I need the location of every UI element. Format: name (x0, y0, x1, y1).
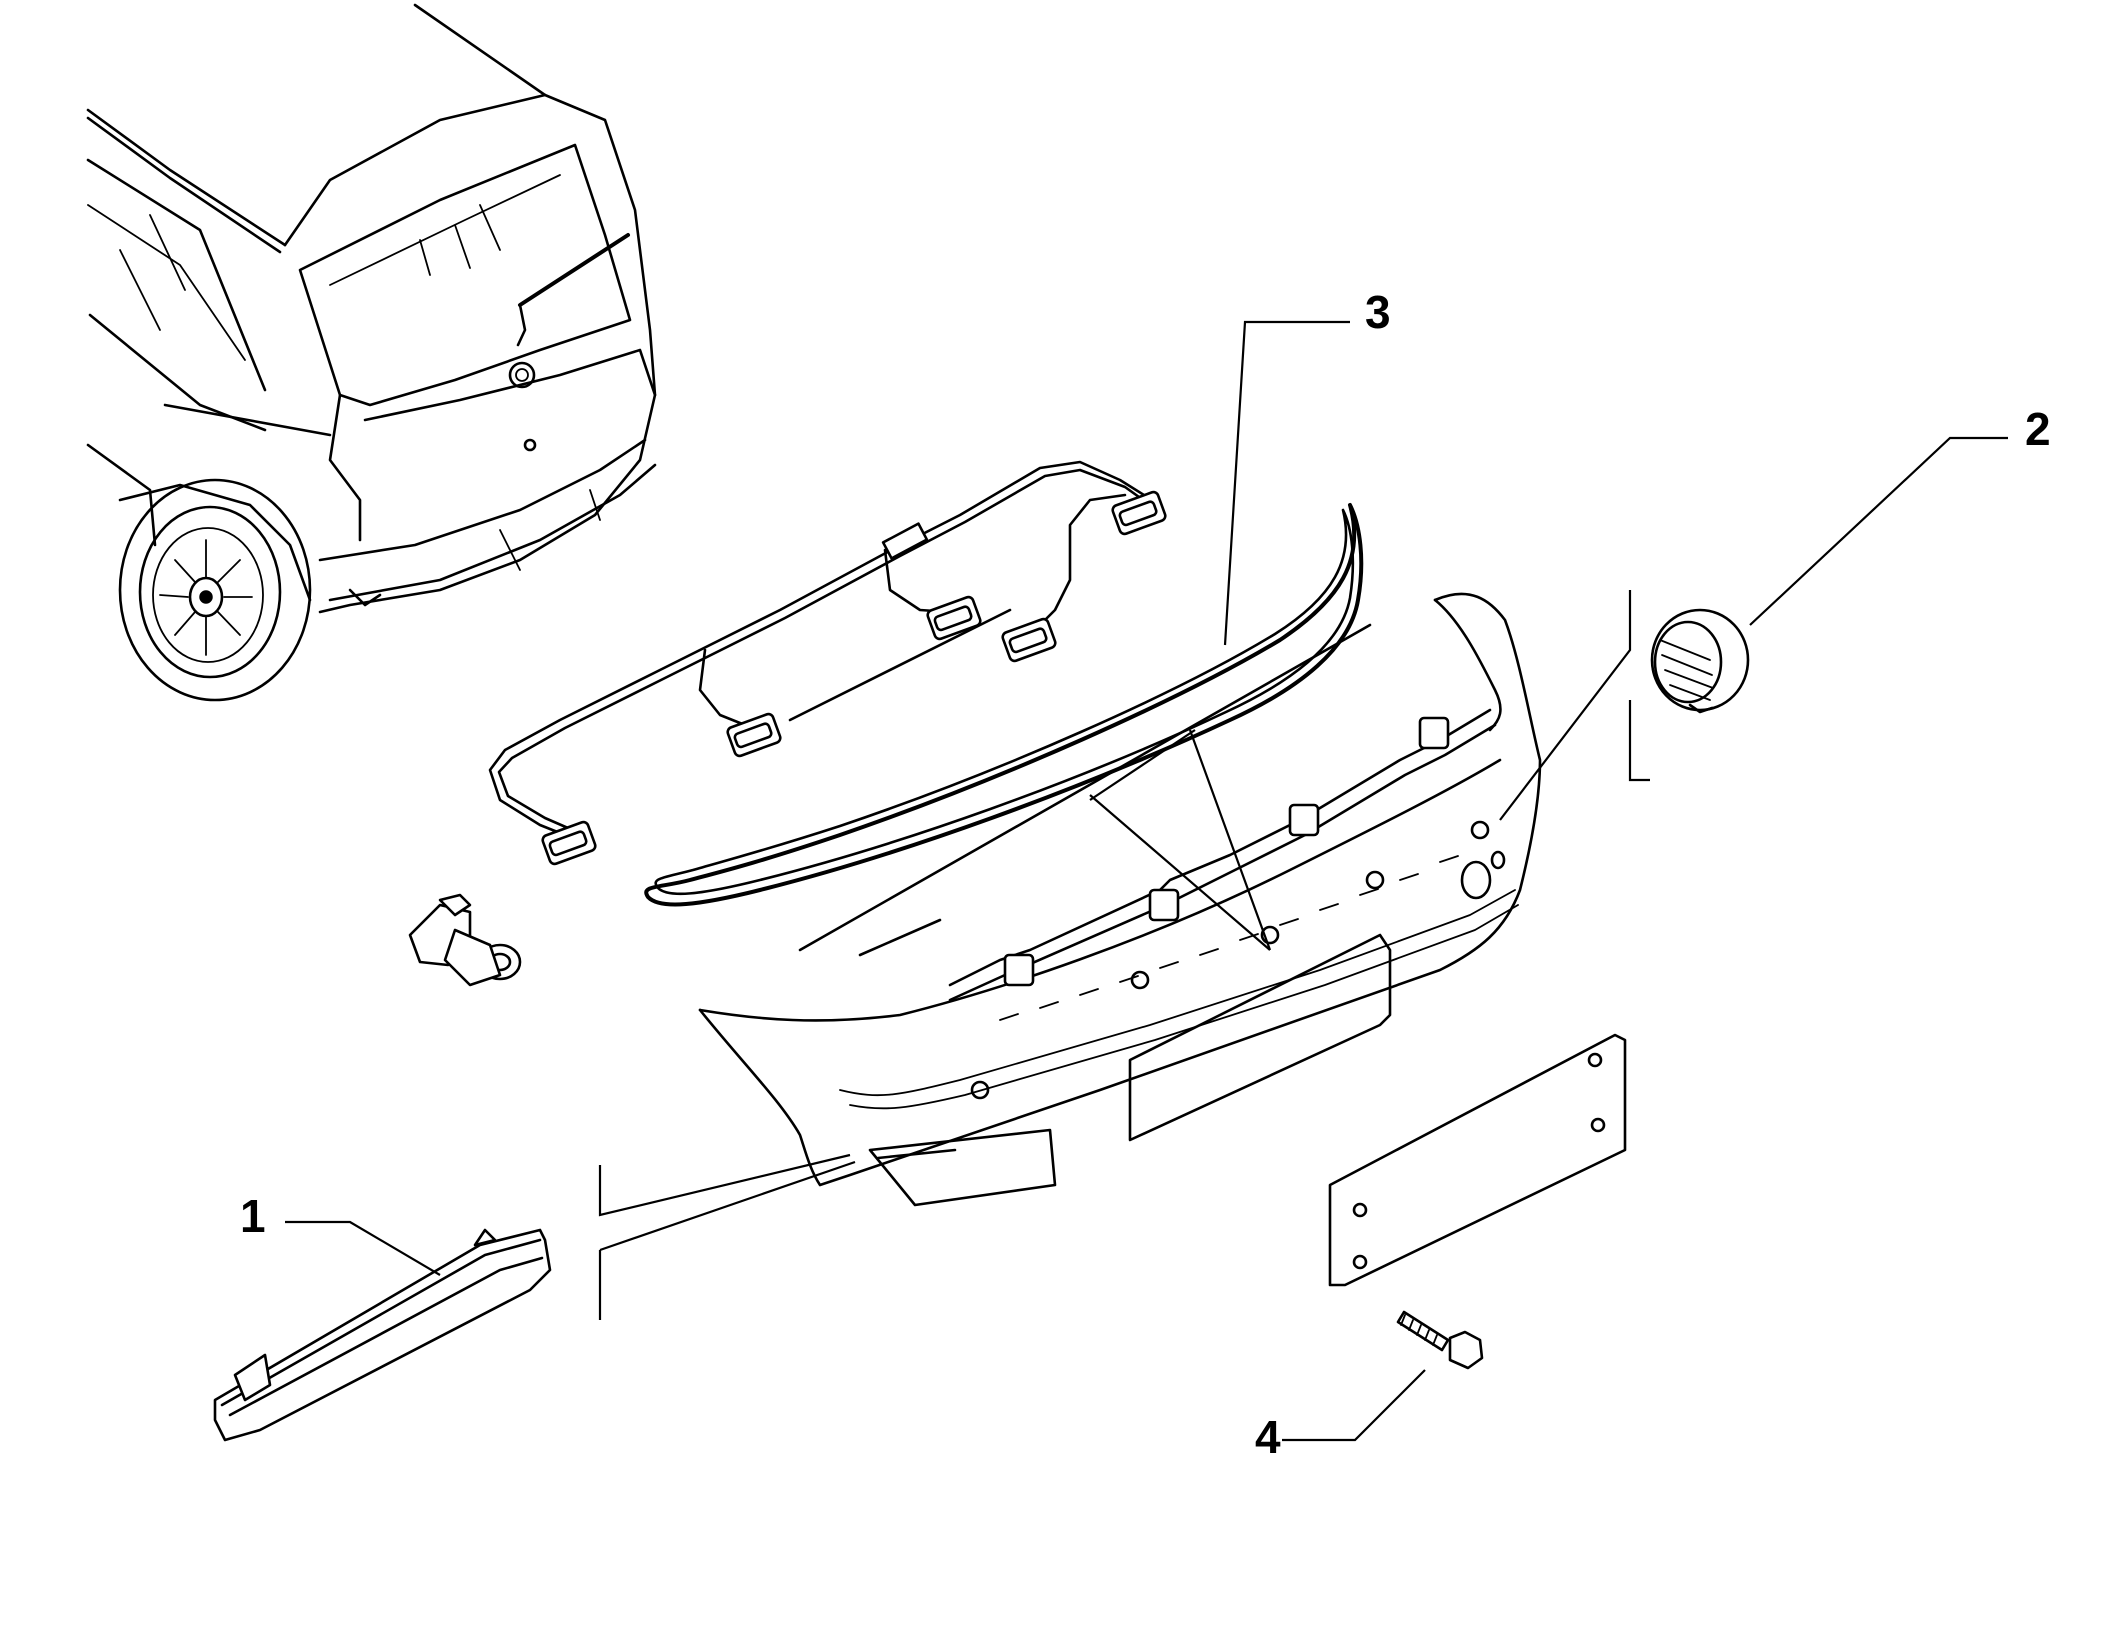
vehicle-reference-illustration (86, 3, 657, 702)
callout-2-label: 2 (2025, 403, 2051, 455)
parking-sensor-wiring-harness (488, 460, 1167, 866)
hex-bolt (1396, 1310, 1484, 1370)
rear-reflector (213, 1228, 552, 1442)
tow-hook-cover-cap (1650, 608, 1750, 714)
callout-4-label: 4 (1255, 1411, 1281, 1463)
callout-3-label: 3 (1365, 286, 1391, 338)
license-plate-mounting-plate (1328, 1033, 1627, 1287)
bumper-seal-strip (644, 503, 1364, 907)
rear-bumper (698, 592, 1542, 1207)
parking-sensor (408, 893, 522, 987)
callout-1-label: 1 (240, 1190, 266, 1242)
leader-lines (285, 320, 2008, 1442)
